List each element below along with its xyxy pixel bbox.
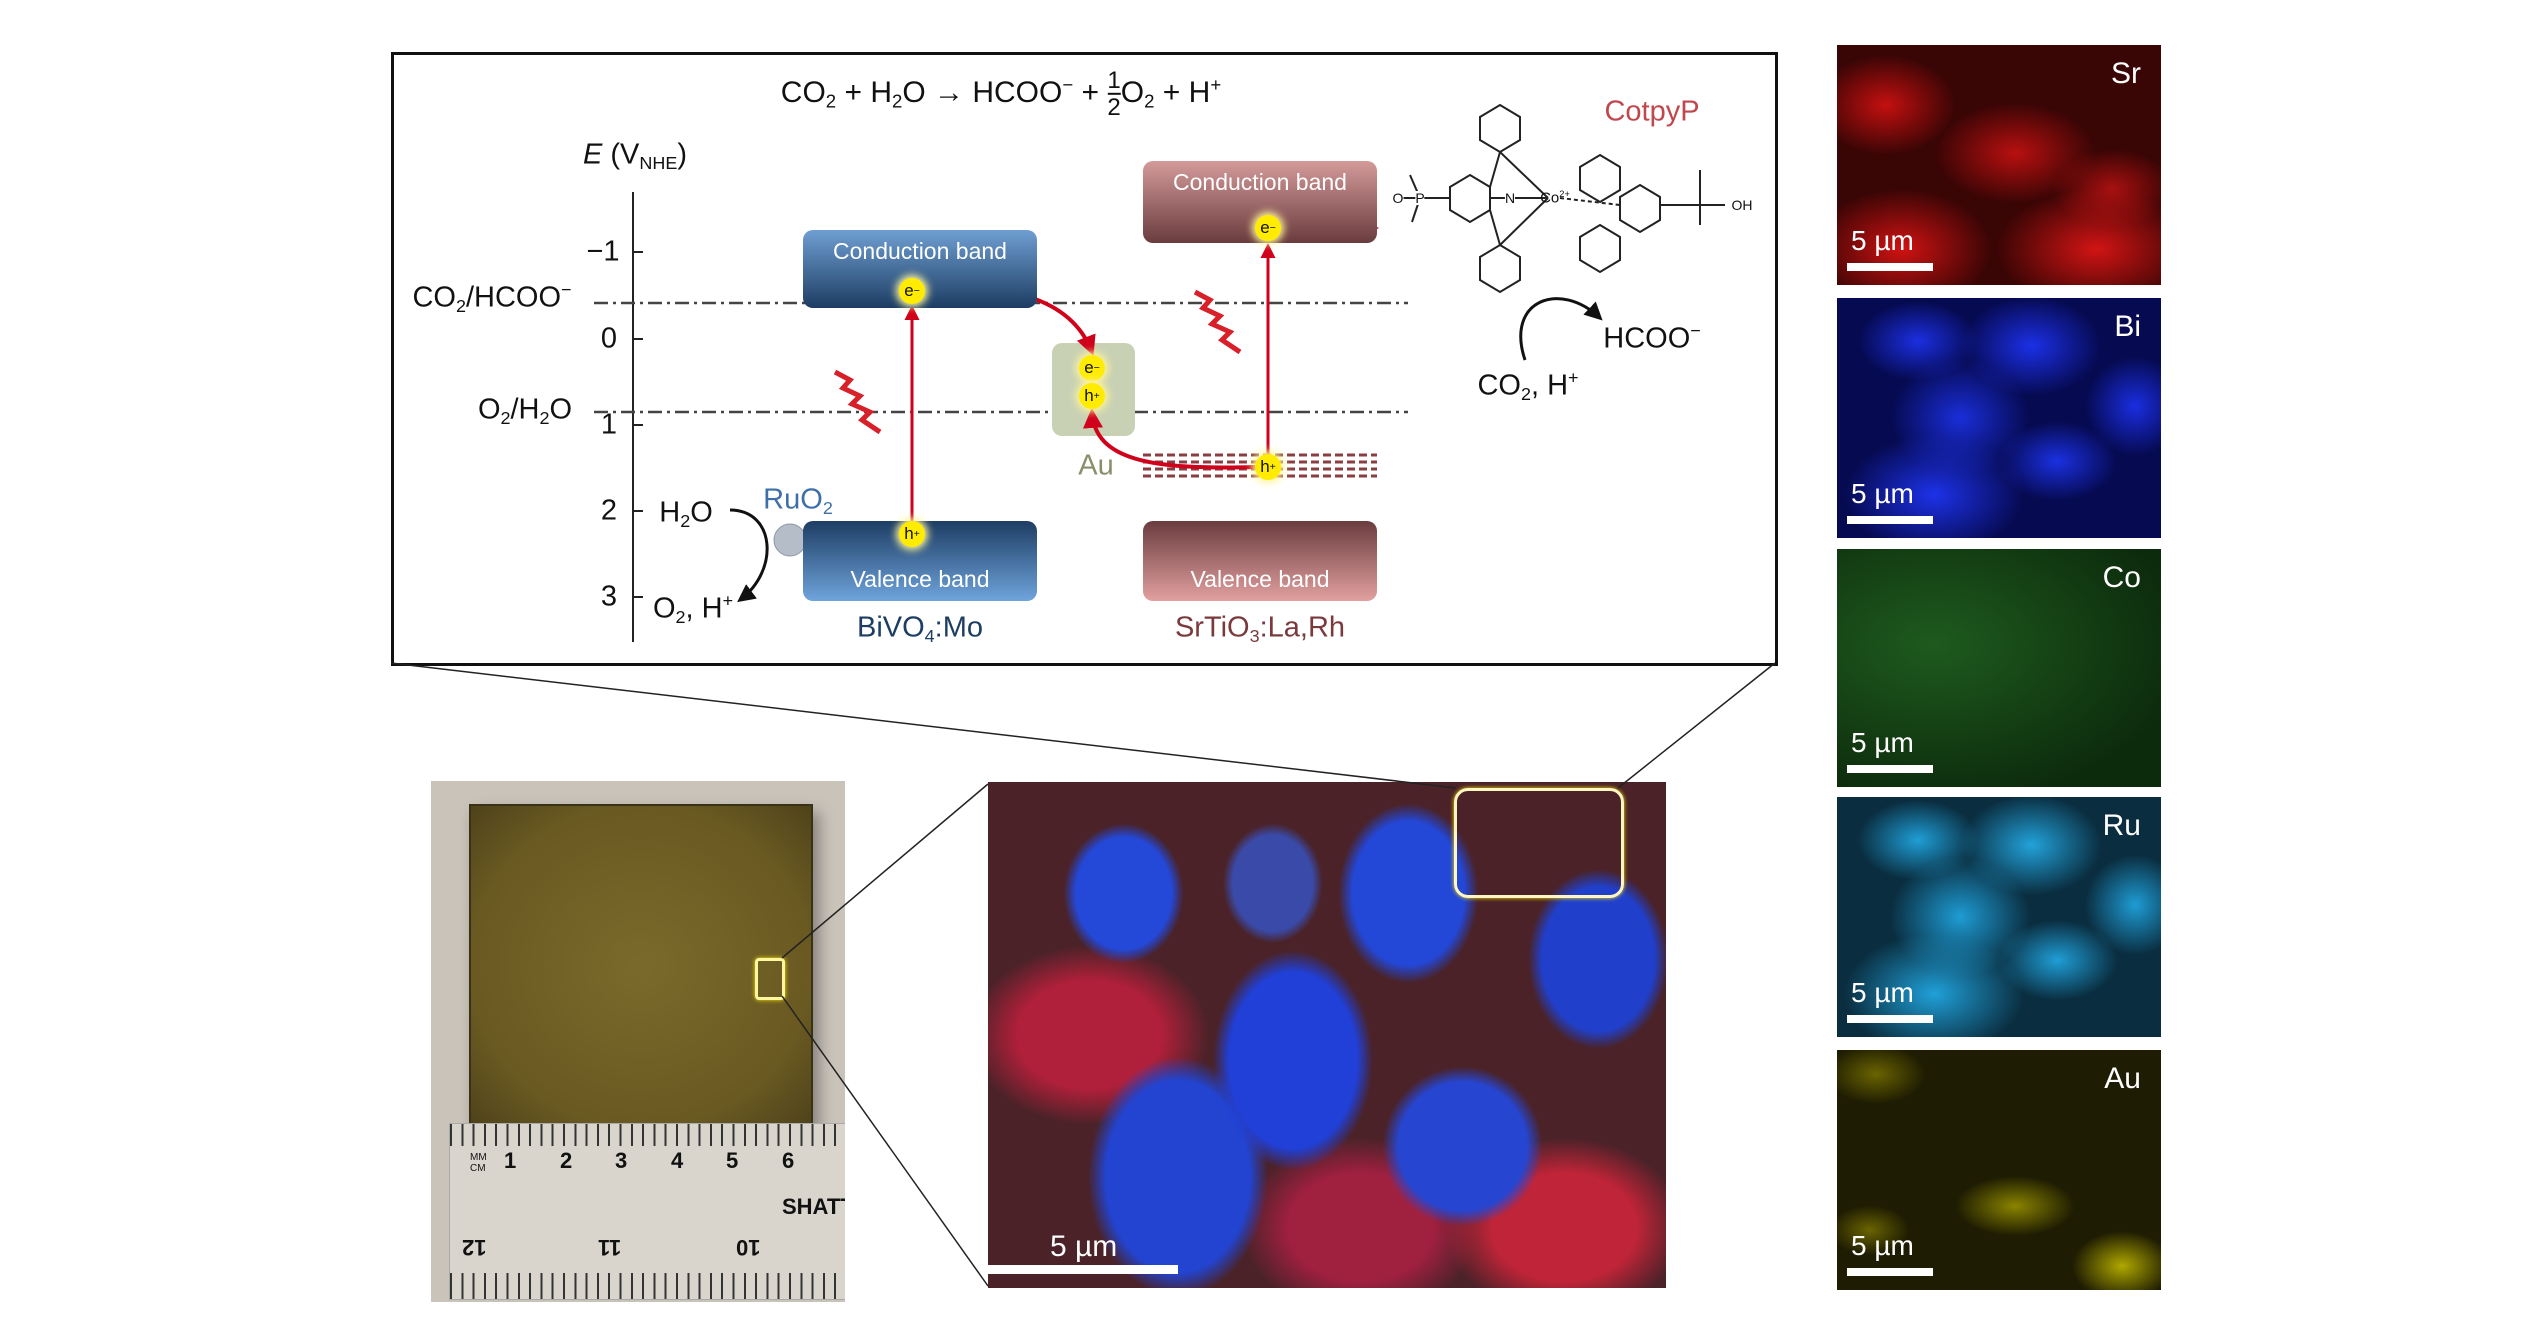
o2-h-label: O2, H+ [652,590,734,627]
ruler-number: 1 [504,1148,517,1173]
co2-hcoo-label: CO2/HCOO− [412,279,572,316]
tick-label: 2 [600,494,618,527]
element-label: Au [2104,1062,2141,1095]
ruler-number: 2 [560,1148,573,1173]
element-label: Bi [2114,310,2141,343]
atom-label: OH [1731,197,1753,213]
cotpyp-label: CotpyP [1604,95,1700,128]
ruler-bottom-ticks [450,1273,845,1299]
ruo2-particle [773,523,807,557]
element-label: Co [2102,561,2141,594]
scale-label: 5 µm [1851,727,1914,758]
sem-zoom-box [1454,788,1624,898]
tick-label: −1 [586,235,620,268]
scale-label: 5 µm [1851,478,1914,509]
axis-title: E (VNHE) [582,138,688,173]
eds-map-au: Au 5 µm [1837,1050,2161,1290]
au-label: Au [1078,449,1114,482]
sample-zoom-box [755,958,785,1000]
scale-label: 5 µm [1851,977,1914,1008]
element-label: Sr [2111,57,2141,90]
hole-marker: h+ [899,521,925,547]
electron-marker: e− [899,278,925,304]
atom-label: P [1415,190,1425,206]
bivo4-conduction-band: Conduction band [803,230,1037,308]
co2-reactant-label: CO2, H+ [1477,367,1579,404]
impurity-levels [1143,453,1377,478]
ruler-brand: SHATT [782,1194,845,1219]
tick-label: 3 [600,580,618,613]
ruler-number: 11 [598,1235,622,1260]
eds-map-co: Co 5 µm [1837,549,2161,787]
sem-eds-composite-image: 5 µm [988,782,1666,1288]
electron-marker: e− [1079,355,1105,381]
hole-marker: h+ [1255,454,1281,480]
ruler-number: 12 [462,1235,487,1260]
electron-marker: e− [1255,215,1281,241]
hole-marker: h+ [1079,383,1105,409]
ruler-number: 6 [782,1148,795,1173]
srtio3-label: SrTiO3:La,Rh [1174,611,1346,646]
bivo4-label: BiVO4:Mo [856,611,984,646]
ruler-number: 5 [726,1148,739,1173]
atom-label: N [1504,190,1516,206]
light-bolt-icon [833,369,882,435]
ruler-number: 4 [671,1148,684,1173]
scale-bar [1847,1268,1933,1276]
element-label: Ru [2102,809,2141,842]
tick-label: 0 [600,322,618,355]
hcoo-product-label: HCOO− [1603,320,1701,355]
ruler-number: 10 [736,1235,761,1260]
h2o-label: H2O [659,496,713,531]
srtio3-valence-band: Valence band [1143,521,1377,601]
sem-scale-bar [988,1265,1178,1274]
o2-h2o-label: O2/H2O [477,393,573,428]
scale-bar [1847,765,1933,773]
tick-label: 1 [600,408,618,441]
light-bolt-icon [1193,289,1242,355]
ruler-number: 3 [615,1148,628,1173]
eds-map-ru: Ru 5 µm [1837,797,2161,1037]
scale-bar [1847,516,1933,524]
scale-bar [1847,263,1933,271]
sem-scale-label: 5 µm [1050,1230,1118,1263]
axis-ticks [633,251,643,598]
eds-map-sr: Sr 5 µm [1837,45,2161,285]
eds-map-bi: Bi 5 µm [1837,298,2161,538]
scale-bar [1847,1015,1933,1023]
scale-label: 5 µm [1851,1230,1914,1261]
scale-label: 5 µm [1851,225,1914,256]
ruo2-label: RuO2 [763,483,833,518]
atom-label: O [1392,190,1404,206]
cobalt-center-label: Co2+ [1540,188,1570,207]
